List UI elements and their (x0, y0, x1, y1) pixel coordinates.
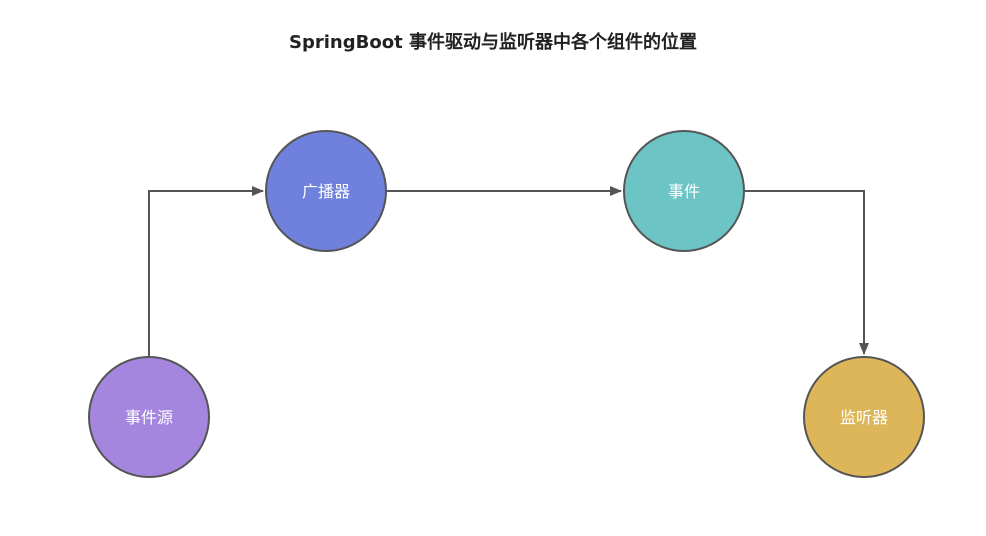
node-broadcaster-circle (265, 130, 387, 252)
node-event-circle (623, 130, 745, 252)
node-event-source-label: 事件源 (125, 408, 173, 427)
node-event[interactable]: 事件 (623, 130, 745, 252)
edge-source-to-broadcaster (148, 186, 264, 356)
diagram-title: SpringBoot 事件驱动与监听器中各个组件的位置 (289, 32, 697, 53)
node-event-source-circle (88, 356, 210, 478)
node-event-source[interactable]: 事件源 (88, 356, 210, 478)
node-listener-circle (803, 356, 925, 478)
node-broadcaster-label: 广播器 (302, 182, 350, 201)
edge-event-to-listener (745, 190, 869, 355)
node-listener-label: 监听器 (840, 408, 888, 427)
node-event-label: 事件 (668, 182, 700, 201)
node-broadcaster[interactable]: 广播器 (265, 130, 387, 252)
node-listener[interactable]: 监听器 (803, 356, 925, 478)
